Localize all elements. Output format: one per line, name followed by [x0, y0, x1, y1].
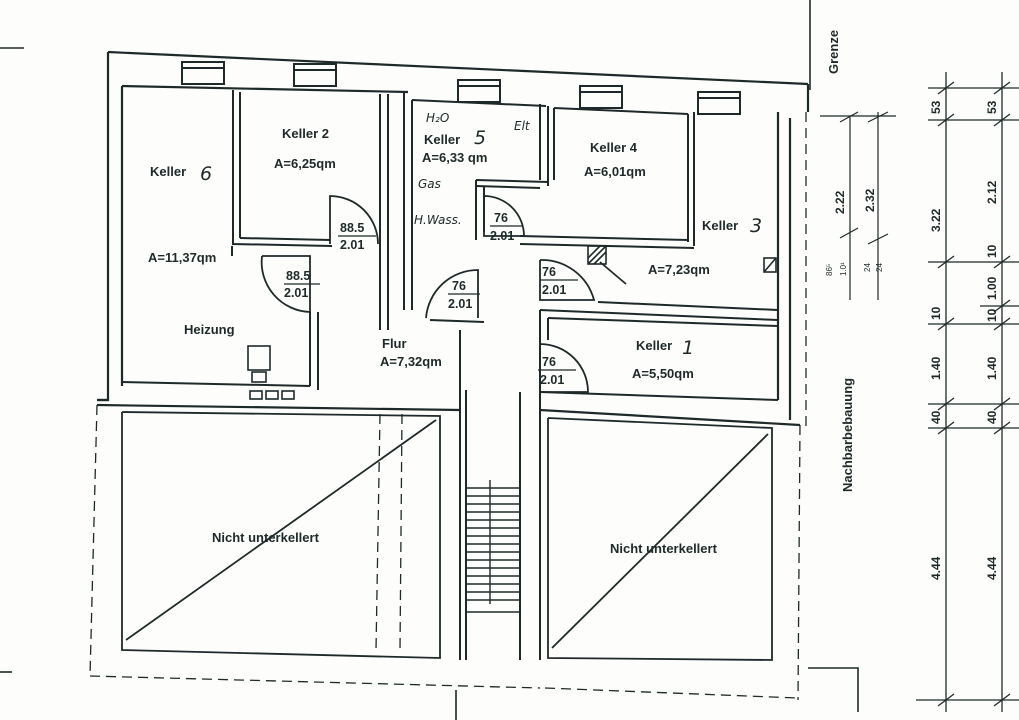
dim-chain1-0: 53: [929, 100, 943, 114]
dim-inner-b: 2.32: [863, 188, 877, 212]
dim-small-a: 86⁵: [825, 264, 834, 276]
fixtures: [247, 245, 777, 400]
keller2-area: A=6,25qm: [274, 156, 336, 171]
keller5-h2o: H₂O: [426, 111, 449, 125]
dim-chain1-1: 3.22: [929, 208, 943, 232]
door-label-height: 2.01: [540, 373, 564, 387]
keller5-area: A=6,33 qm: [422, 150, 487, 165]
inner-dimension: [820, 111, 896, 300]
unexcavated-dashed: [89, 112, 807, 701]
door-label-height: 2.01: [340, 238, 364, 252]
keller5-hwass: H.Wass.: [414, 213, 462, 227]
door-label-height: 2.01: [448, 297, 472, 311]
door-label-height: 2.01: [284, 286, 308, 300]
keller4-label: Keller 4: [590, 140, 638, 155]
dim-chain1-2: 10: [929, 306, 943, 320]
keller6-label: Keller: [150, 164, 186, 179]
outer-walls: [96, 50, 810, 427]
boundary-line: [455, 667, 859, 720]
dim-chain2-7: 4.44: [985, 556, 999, 580]
keller3-label: Keller: [702, 218, 738, 233]
dim-chain2-6: 40: [985, 410, 999, 424]
unexcavated-zones: [121, 411, 773, 661]
door-label-width: 76: [452, 279, 466, 293]
page-margin-marks: [0, 0, 811, 673]
dimension-chains: [916, 72, 1019, 712]
keller5-elt: Elt: [514, 119, 531, 133]
keller6-number: 6: [200, 163, 212, 185]
door-label-height: 2.01: [490, 229, 514, 243]
chimneys: [181, 61, 741, 115]
door-label-width: 76: [542, 265, 556, 279]
door-label-width: 76: [542, 355, 556, 369]
keller1-label: Keller: [636, 338, 672, 353]
keller3-area: A=7,23qm: [648, 262, 710, 277]
dim-chain2-0: 53: [985, 100, 999, 114]
keller2-label: Keller 2: [282, 126, 329, 141]
dim-chain1-5: 4.44: [929, 556, 943, 580]
staircase: [466, 480, 520, 613]
door-label-width: 76: [494, 211, 508, 225]
dim-small-d: 24: [875, 263, 884, 272]
door-label-height: 2.01: [542, 283, 566, 297]
door-labels: 88.5 2.01 88.5 2.01 76 2.01 76 2.01 76 2…: [284, 211, 578, 387]
keller5-number: 5: [474, 127, 486, 149]
dim-chain2-5: 1.40: [985, 356, 999, 380]
unexcavated-left-label: Nicht unterkellert: [212, 530, 320, 545]
dim-chain2-3: 1.00: [985, 276, 999, 300]
flur-label: Flur: [382, 336, 407, 351]
dim-inner-a: 2.22: [833, 190, 847, 214]
dim-small-c: 24: [863, 263, 872, 272]
door-swings: [260, 195, 627, 393]
flur-area: A=7,32qm: [380, 354, 442, 369]
door-label-width: 88.5: [286, 269, 310, 283]
door-label-width: 88.5: [340, 221, 364, 235]
dim-chain2-4: 10: [985, 308, 999, 322]
keller6-area: A=11,37qm: [148, 250, 216, 265]
dim-chain2-1: 2.12: [985, 180, 999, 204]
keller5-label: Keller: [424, 132, 460, 147]
keller1-area: A=5,50qm: [632, 366, 694, 381]
grenze-label: Grenze: [826, 30, 841, 74]
keller4-area: A=6,01qm: [584, 164, 646, 179]
dim-small-b: 1.0¹: [839, 262, 848, 276]
dim-chain2-2: 10: [985, 244, 999, 258]
dim-chain1-3: 1.40: [929, 356, 943, 380]
dim-chain1-4: 40: [929, 410, 943, 424]
unexcavated-right-label: Nicht unterkellert: [610, 541, 718, 556]
keller1-number: 1: [682, 337, 694, 359]
interior-walls: [121, 90, 779, 660]
keller3-number: 3: [750, 215, 762, 237]
nachbarbebauung-label: Nachbarbebauung: [840, 378, 855, 492]
keller6-heizung: Heizung: [184, 322, 235, 337]
keller5-gas: Gas: [418, 177, 441, 191]
